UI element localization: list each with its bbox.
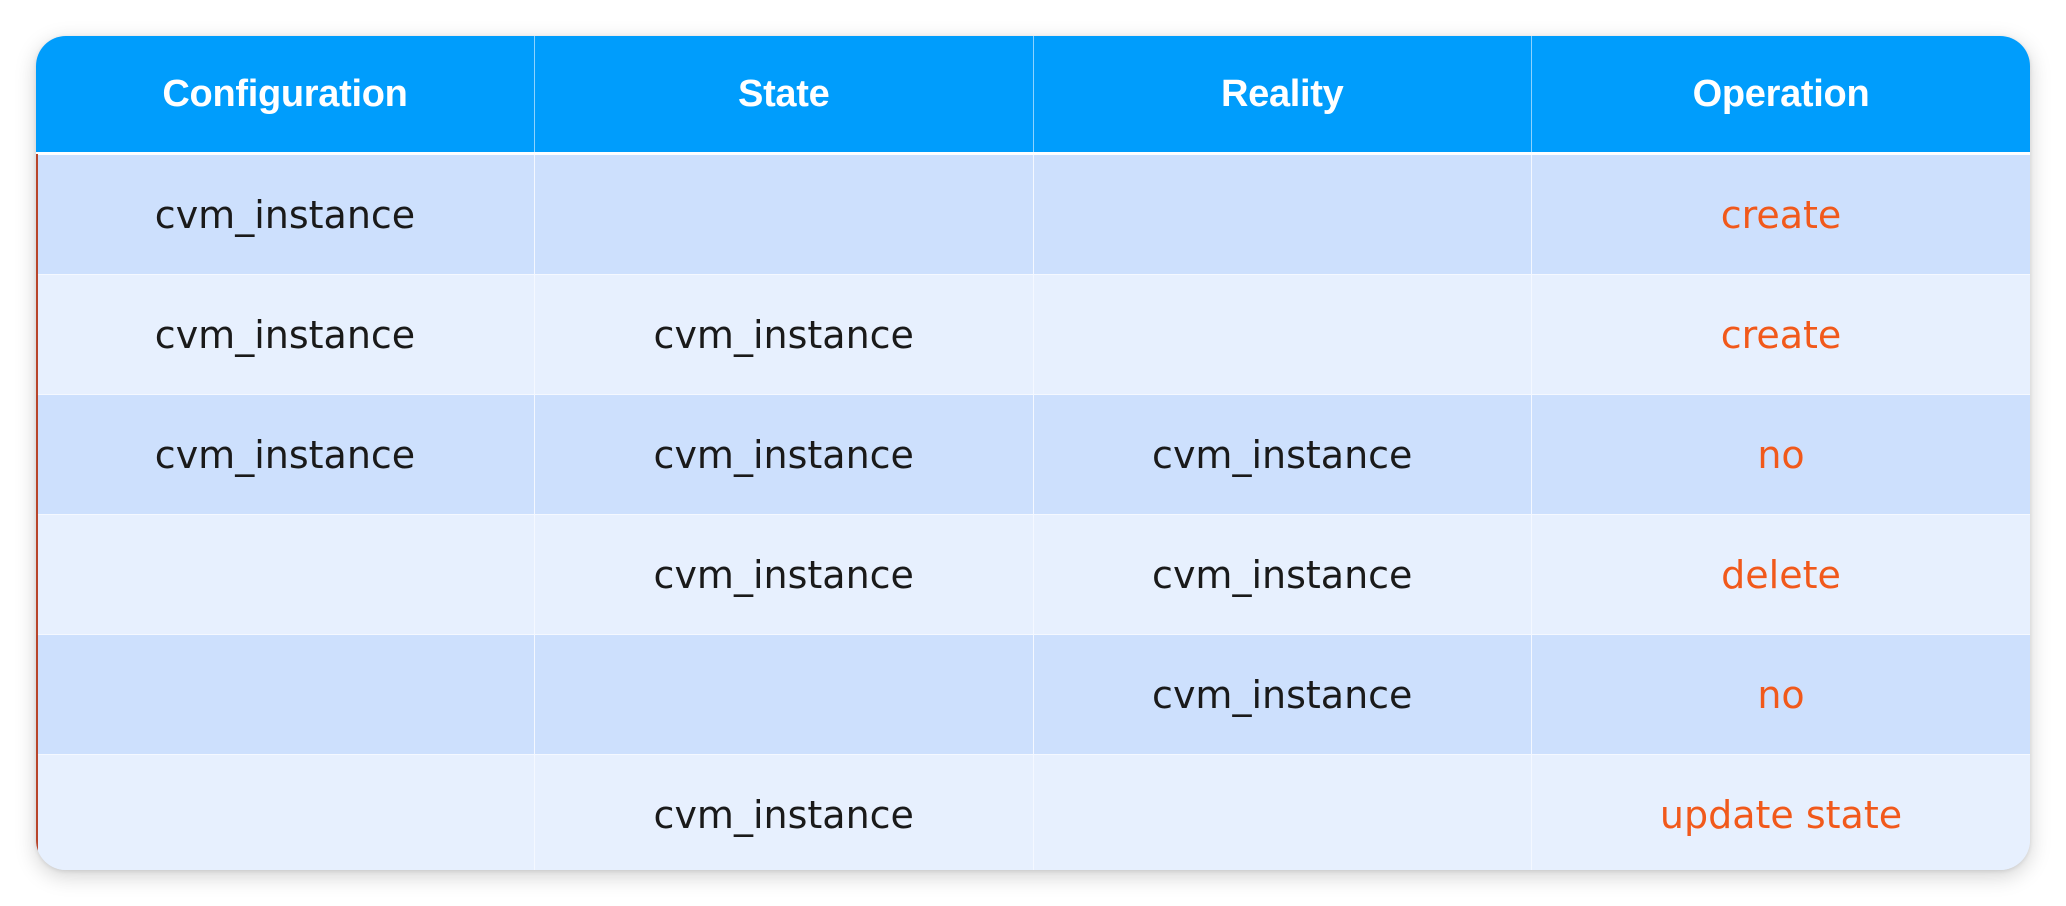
left-accent-edge xyxy=(36,154,38,870)
header-reality: Reality xyxy=(1032,36,1532,155)
cell-configuration xyxy=(36,754,535,870)
cell-configuration xyxy=(36,634,535,755)
table-header-row: Configuration State Reality Operation xyxy=(36,36,2030,155)
cell-state xyxy=(534,634,1033,755)
cell-operation: create xyxy=(1531,274,2030,395)
comparison-table: Configuration State Reality Operation cv… xyxy=(36,36,2030,870)
cell-reality xyxy=(1032,274,1532,395)
cell-state: cvm_instance xyxy=(534,394,1033,515)
header-operation: Operation xyxy=(1531,36,2030,155)
table-row: cvm_instance create xyxy=(36,153,2030,275)
cell-operation: no xyxy=(1531,394,2030,515)
cell-state: cvm_instance xyxy=(534,514,1033,635)
cell-state xyxy=(534,153,1033,275)
comparison-table-card: Configuration State Reality Operation cv… xyxy=(36,36,2030,870)
cell-state: cvm_instance xyxy=(534,754,1033,870)
cell-operation: delete xyxy=(1531,514,2030,635)
cell-reality xyxy=(1032,153,1532,275)
cell-reality: cvm_instance xyxy=(1032,634,1532,755)
cell-operation: create xyxy=(1531,153,2030,275)
cell-configuration: cvm_instance xyxy=(36,153,535,275)
cell-state: cvm_instance xyxy=(534,274,1033,395)
cell-configuration xyxy=(36,514,535,635)
cell-reality xyxy=(1032,754,1532,870)
header-state: State xyxy=(534,36,1033,155)
table-row: cvm_instance cvm_instance create xyxy=(36,274,2030,395)
table-row: cvm_instance cvm_instance delete xyxy=(36,514,2030,635)
cell-reality: cvm_instance xyxy=(1032,514,1532,635)
header-configuration: Configuration xyxy=(36,36,535,155)
table-row: cvm_instance update state xyxy=(36,754,2030,870)
cell-configuration: cvm_instance xyxy=(36,274,535,395)
table-row: cvm_instance no xyxy=(36,634,2030,755)
cell-reality: cvm_instance xyxy=(1032,394,1532,515)
table-row: cvm_instance cvm_instance cvm_instance n… xyxy=(36,394,2030,515)
cell-configuration: cvm_instance xyxy=(36,394,535,515)
cell-operation: no xyxy=(1531,634,2030,755)
cell-operation: update state xyxy=(1531,754,2030,870)
